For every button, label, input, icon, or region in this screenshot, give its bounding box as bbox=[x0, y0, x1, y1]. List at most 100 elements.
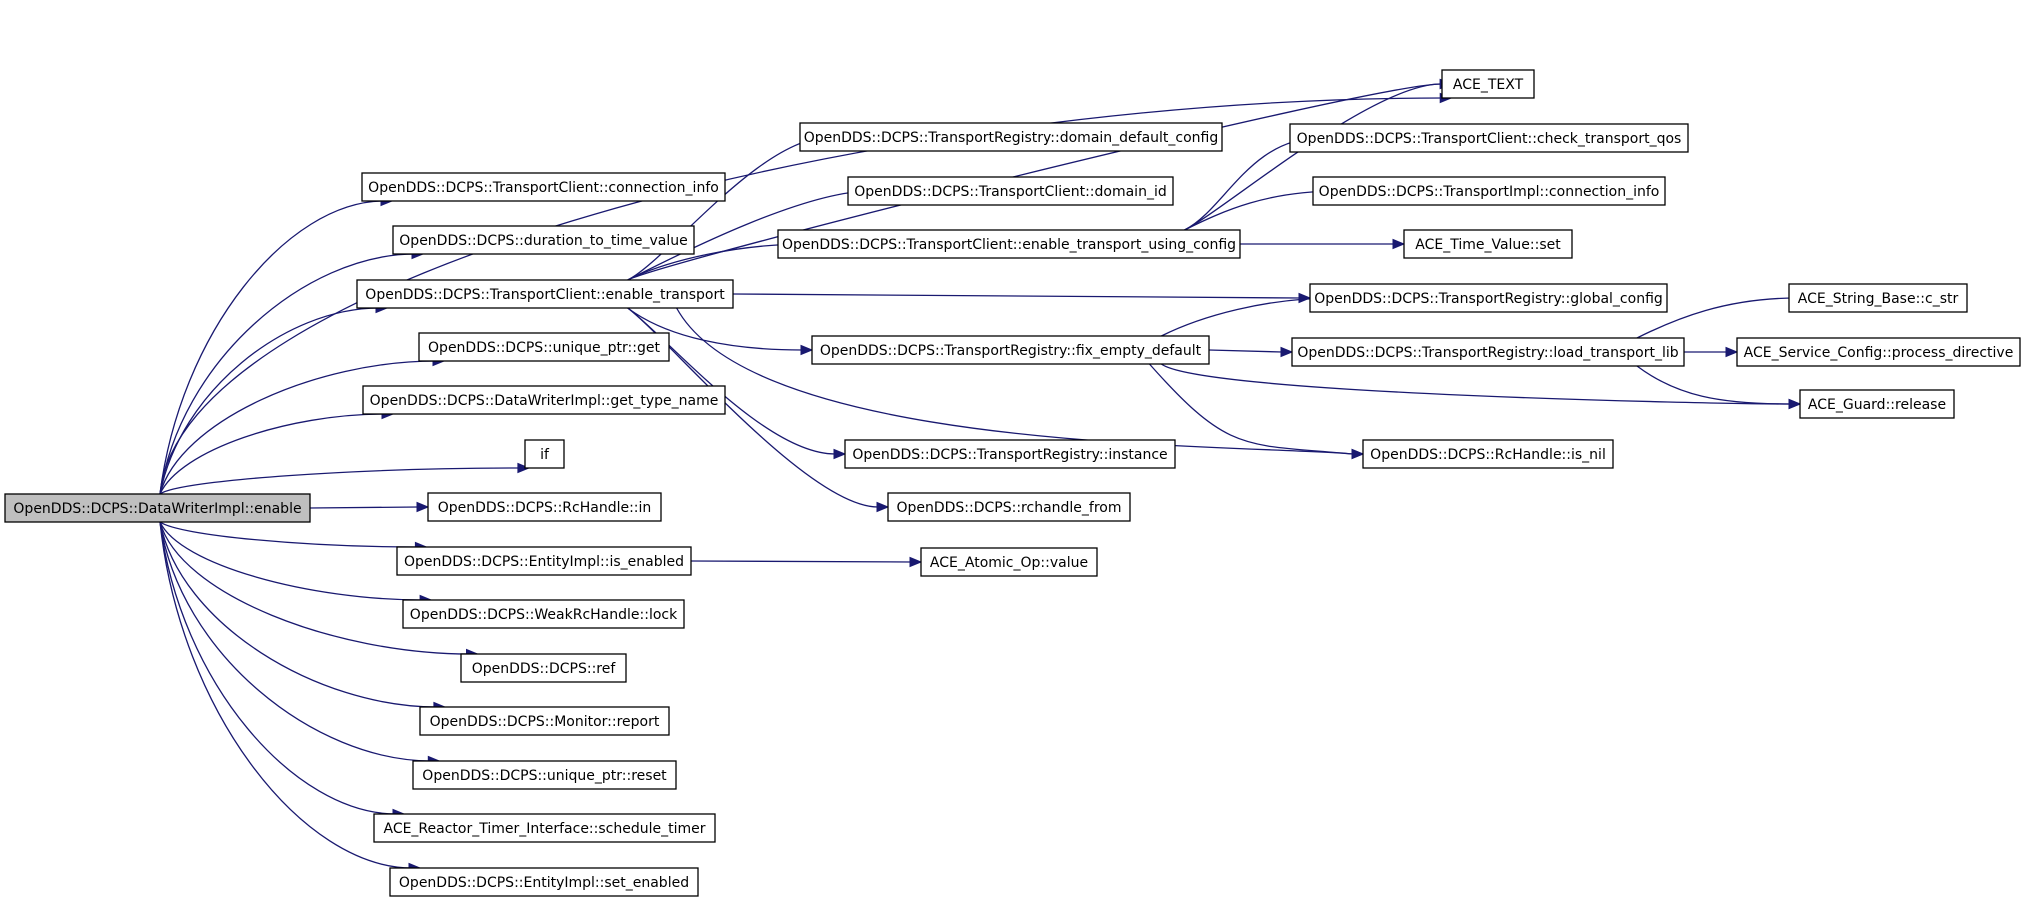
node-label: ACE_Service_Config::process_directive bbox=[1744, 345, 2014, 361]
call-graph-edges bbox=[159, 78, 1809, 874]
edge-line bbox=[1208, 349, 1283, 353]
node-label: ACE_Atomic_Op::value bbox=[930, 555, 1088, 571]
node-tc-domain-id[interactable]: OpenDDS::DCPS::TransportClient::domain_i… bbox=[847, 176, 1174, 206]
node-monitor-report[interactable]: OpenDDS::DCPS::Monitor::report bbox=[419, 706, 670, 736]
node-box bbox=[1788, 283, 1968, 313]
node-label: OpenDDS::DCPS::TransportRegistry::load_t… bbox=[1297, 345, 1678, 361]
node-tc-enable-transport[interactable]: OpenDDS::DCPS::TransportClient::enable_t… bbox=[356, 279, 734, 309]
node-label: OpenDDS::DCPS::TransportClient::enable_t… bbox=[365, 287, 725, 303]
node-label: OpenDDS::DCPS::TransportRegistry::global… bbox=[1314, 291, 1663, 307]
node-label: OpenDDS::DCPS::unique_ptr::get bbox=[428, 340, 660, 356]
node-box bbox=[373, 813, 716, 843]
arrowhead bbox=[800, 344, 814, 356]
edge-enable-to-schedule-timer bbox=[159, 521, 406, 820]
edge-line bbox=[159, 200, 385, 495]
edge-line bbox=[1160, 363, 1791, 405]
node-box bbox=[524, 439, 565, 469]
node-get-type-name[interactable]: OpenDDS::DCPS::DataWriterImpl::get_type_… bbox=[362, 385, 726, 415]
node-box bbox=[1291, 337, 1685, 367]
node-is-enabled[interactable]: OpenDDS::DCPS::EntityImpl::is_enabled bbox=[396, 546, 692, 576]
node-if[interactable]: if bbox=[524, 439, 565, 469]
edge-line bbox=[159, 521, 432, 762]
edge-enable-to-ref bbox=[159, 521, 479, 660]
arrowhead bbox=[1788, 398, 1802, 410]
node-tr-instance[interactable]: OpenDDS::DCPS::TransportRegistry::instan… bbox=[844, 439, 1176, 469]
node-schedule-timer[interactable]: ACE_Reactor_Timer_Interface::schedule_ti… bbox=[373, 813, 716, 843]
node-box bbox=[811, 335, 1210, 365]
edge-enable-to-is-enabled bbox=[159, 521, 428, 553]
node-up-reset[interactable]: OpenDDS::DCPS::unique_ptr::reset bbox=[412, 760, 677, 790]
edge-tr-load-transport-lib-to-process-directive bbox=[1684, 346, 1739, 358]
node-box bbox=[1312, 176, 1666, 206]
edge-line bbox=[159, 521, 419, 548]
node-box bbox=[4, 493, 311, 523]
edge-line bbox=[159, 521, 397, 815]
node-label: ACE_Guard::release bbox=[1808, 397, 1946, 413]
edge-tr-load-transport-lib-to-guard-release bbox=[1636, 365, 1802, 410]
node-tr-fix-empty-default[interactable]: OpenDDS::DCPS::TransportRegistry::fix_em… bbox=[811, 335, 1210, 365]
node-ace-text[interactable]: ACE_TEXT bbox=[1441, 69, 1535, 99]
node-tr-load-transport-lib[interactable]: OpenDDS::DCPS::TransportRegistry::load_t… bbox=[1291, 337, 1685, 367]
edge-line bbox=[159, 467, 521, 495]
edge-line bbox=[159, 521, 413, 869]
node-rc-is-nil[interactable]: OpenDDS::DCPS::RcHandle::is_nil bbox=[1362, 439, 1614, 469]
node-box bbox=[1799, 389, 1955, 419]
edge-tc-enable-transport-using-config-to-ace-text bbox=[1184, 78, 1453, 231]
node-tc-connection-info[interactable]: OpenDDS::DCPS::TransportClient::connecti… bbox=[361, 172, 726, 202]
node-label: OpenDDS::DCPS::DataWriterImpl::enable bbox=[13, 501, 301, 517]
node-box bbox=[402, 599, 685, 629]
edge-line bbox=[676, 307, 1354, 455]
node-box bbox=[1736, 337, 2021, 367]
node-tc-check-transport-qos[interactable]: OpenDDS::DCPS::TransportClient::check_tr… bbox=[1289, 123, 1689, 153]
node-label: OpenDDS::DCPS::duration_to_time_value bbox=[399, 233, 687, 249]
node-rc-in[interactable]: OpenDDS::DCPS::RcHandle::in bbox=[427, 492, 662, 522]
node-label: OpenDDS::DCPS::TransportImpl::connection… bbox=[1319, 184, 1660, 200]
node-guard-release[interactable]: ACE_Guard::release bbox=[1799, 389, 1955, 419]
node-label: OpenDDS::DCPS::DataWriterImpl::get_type_… bbox=[370, 393, 719, 409]
node-label: OpenDDS::DCPS::TransportRegistry::fix_em… bbox=[820, 343, 1202, 359]
node-box bbox=[418, 332, 670, 362]
node-box bbox=[799, 122, 1223, 152]
arrowhead bbox=[876, 501, 890, 513]
node-weak-lock[interactable]: OpenDDS::DCPS::WeakRcHandle::lock bbox=[402, 599, 685, 629]
node-label: OpenDDS::DCPS::TransportClient::domain_i… bbox=[854, 184, 1166, 200]
node-tc-enable-transport-using-config[interactable]: OpenDDS::DCPS::TransportClient::enable_t… bbox=[777, 229, 1241, 259]
node-box bbox=[1362, 439, 1614, 469]
node-box bbox=[460, 653, 627, 683]
node-label: if bbox=[540, 447, 550, 463]
node-process-directive[interactable]: ACE_Service_Config::process_directive bbox=[1736, 337, 2021, 367]
node-ti-connection-info[interactable]: OpenDDS::DCPS::TransportImpl::connection… bbox=[1312, 176, 1666, 206]
node-box bbox=[1441, 69, 1535, 99]
edge-line bbox=[159, 97, 1444, 495]
node-ref[interactable]: OpenDDS::DCPS::ref bbox=[460, 653, 627, 683]
node-rchandle-from[interactable]: OpenDDS::DCPS::rchandle_from bbox=[887, 492, 1131, 522]
node-enable[interactable]: OpenDDS::DCPS::DataWriterImpl::enable bbox=[4, 493, 311, 523]
edge-line bbox=[159, 253, 416, 495]
node-label: OpenDDS::DCPS::TransportClient::enable_t… bbox=[782, 237, 1236, 253]
node-set-enabled[interactable]: OpenDDS::DCPS::EntityImpl::set_enabled bbox=[389, 867, 699, 897]
node-box bbox=[419, 706, 670, 736]
edge-is-enabled-to-atomic-value bbox=[690, 556, 923, 568]
node-tr-domain-default-config[interactable]: OpenDDS::DCPS::TransportRegistry::domain… bbox=[799, 122, 1223, 152]
node-box bbox=[427, 492, 662, 522]
node-label: ACE_Reactor_Timer_Interface::schedule_ti… bbox=[383, 821, 705, 837]
edge-line bbox=[1148, 363, 1354, 455]
node-label: ACE_String_Base::c_str bbox=[1798, 291, 1959, 307]
node-string-c-str[interactable]: ACE_String_Base::c_str bbox=[1788, 283, 1968, 313]
node-label: OpenDDS::DCPS::RcHandle::is_nil bbox=[1370, 447, 1606, 463]
edge-tc-enable-transport-to-tr-instance bbox=[627, 307, 847, 460]
edge-line bbox=[159, 521, 424, 601]
node-label: OpenDDS::DCPS::EntityImpl::is_enabled bbox=[404, 554, 684, 570]
node-time-value-set[interactable]: ACE_Time_Value::set bbox=[1403, 229, 1573, 259]
edge-line bbox=[309, 506, 419, 509]
node-label: OpenDDS::DCPS::TransportClient::check_tr… bbox=[1297, 131, 1682, 147]
node-label: OpenDDS::DCPS::WeakRcHandle::lock bbox=[410, 607, 678, 623]
arrowhead bbox=[833, 448, 847, 460]
edge-line bbox=[690, 560, 912, 563]
node-up-get[interactable]: OpenDDS::DCPS::unique_ptr::get bbox=[418, 332, 670, 362]
node-label: OpenDDS::DCPS::RcHandle::in bbox=[438, 500, 652, 516]
node-atomic-value[interactable]: ACE_Atomic_Op::value bbox=[920, 547, 1098, 577]
arrowhead bbox=[1351, 448, 1365, 460]
node-tr-global-config[interactable]: OpenDDS::DCPS::TransportRegistry::global… bbox=[1309, 283, 1668, 313]
node-duration-to-time-value[interactable]: OpenDDS::DCPS::duration_to_time_value bbox=[392, 225, 695, 255]
